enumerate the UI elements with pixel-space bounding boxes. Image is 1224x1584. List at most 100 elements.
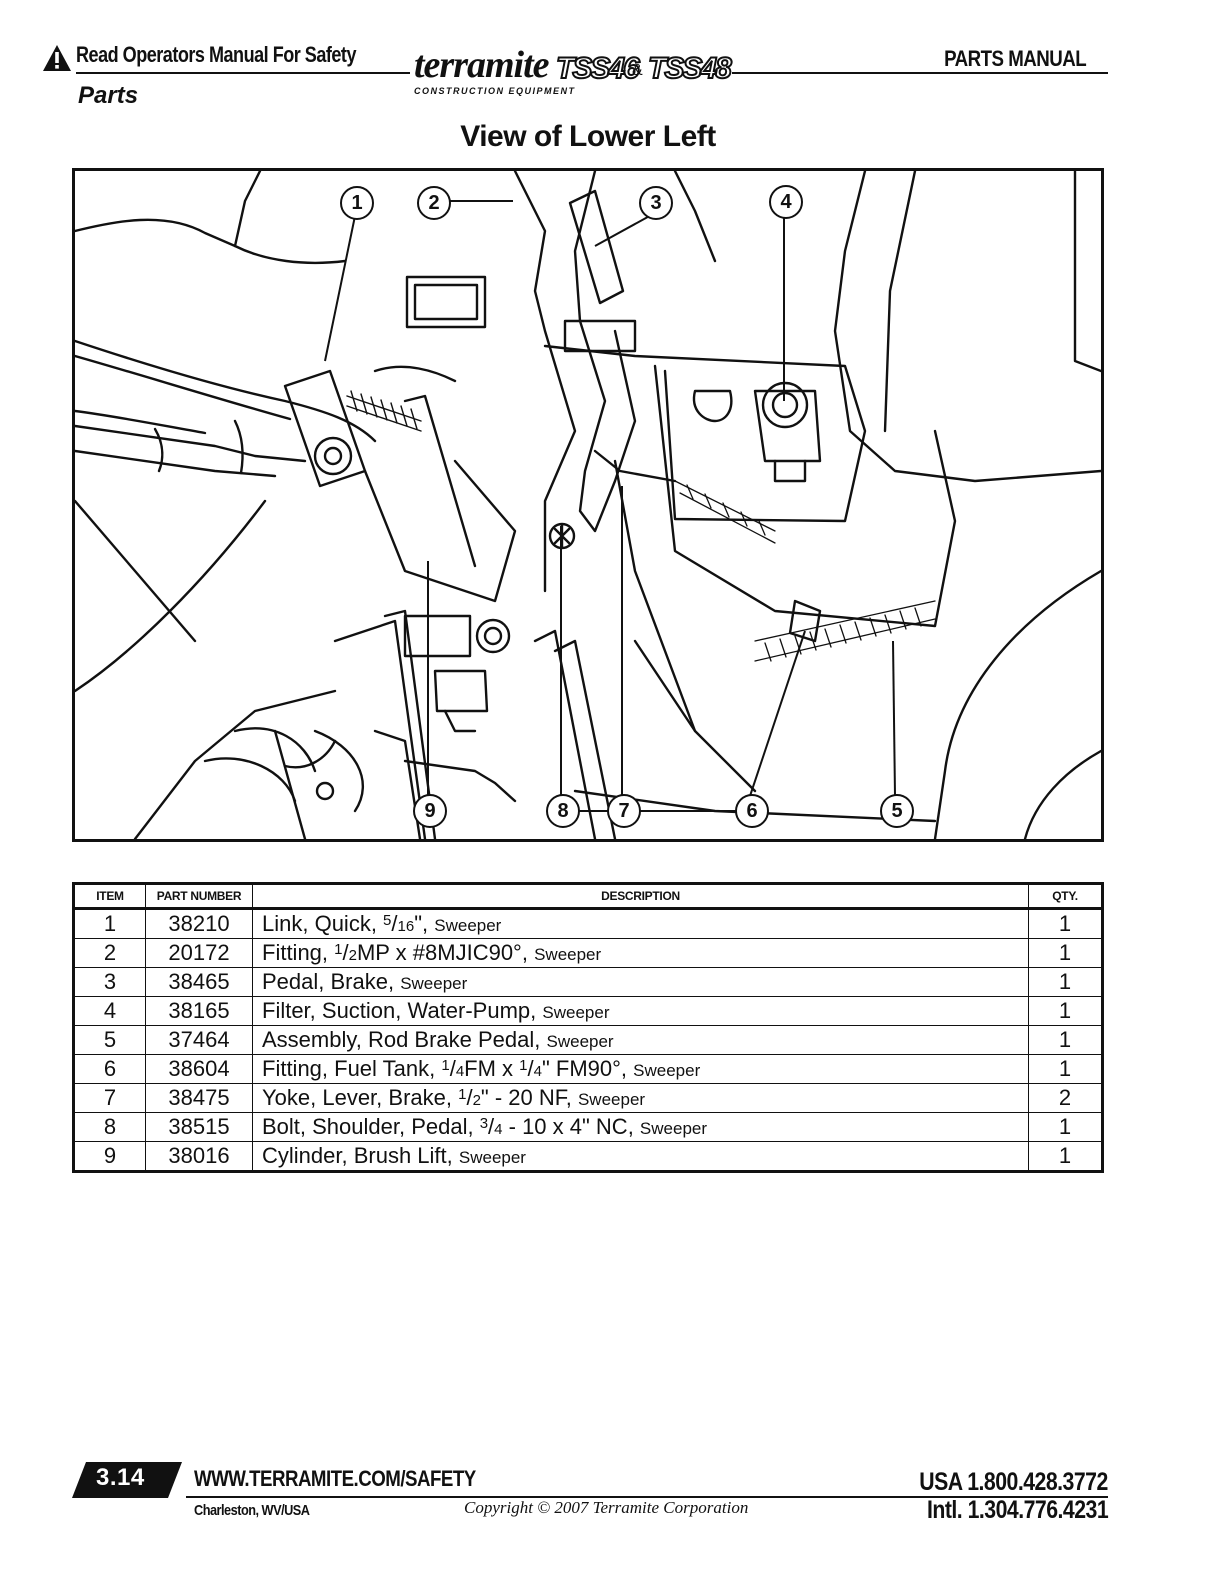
fraction-slash: / xyxy=(527,1056,534,1081)
callout-label: 6 xyxy=(746,799,758,822)
description-cell: Bolt, Shoulder, Pedal, 3/4 - 10 x 4" NC,… xyxy=(252,1112,1029,1142)
warning-triangle-icon xyxy=(43,45,71,71)
fraction-denominator: 4 xyxy=(533,1063,542,1080)
part-number-cell: 38604 xyxy=(145,1054,253,1084)
desc-text: Fitting, Fuel Tank, xyxy=(262,1056,442,1081)
callout-2: 2 xyxy=(417,186,451,220)
item-cell: 9 xyxy=(73,1141,146,1172)
part-number-cell: 38465 xyxy=(145,967,253,997)
desc-text: Fitting, xyxy=(262,940,335,965)
qty-cell: 1 xyxy=(1028,967,1103,997)
item-cell: 2 xyxy=(73,938,146,968)
logo-wordmark: terramite xyxy=(414,44,550,86)
desc-text: Bolt, Shoulder, Pedal, xyxy=(262,1114,480,1139)
desc-text: ", xyxy=(414,911,435,936)
fraction-denominator: 4 xyxy=(494,1121,503,1138)
fraction-numerator: 1 xyxy=(441,1057,450,1074)
item-cell: 6 xyxy=(73,1054,146,1084)
desc-text: Link, Quick, xyxy=(262,911,384,936)
callout-8: 8 xyxy=(546,794,580,828)
table-row: 4 38165 Filter, Suction, Water-Pump, Swe… xyxy=(73,996,1103,1026)
desc-text: Pedal, Brake, xyxy=(262,969,401,994)
diagram-drawing xyxy=(75,171,1101,839)
callout-6: 6 xyxy=(735,794,769,828)
part-number-cell: 38016 xyxy=(145,1141,253,1172)
safety-notice: Read Operators Manual For Safety xyxy=(76,42,356,67)
qty-cell: 2 xyxy=(1028,1083,1103,1113)
table-row: 7 38475 Yoke, Lever, Brake, 1/2" - 20 NF… xyxy=(73,1083,1103,1113)
col-header-description: DESCRIPTION xyxy=(252,883,1029,910)
description-cell: Fitting, Fuel Tank, 1/4FM x 1/4" FM90°, … xyxy=(252,1054,1029,1084)
table-row: 8 38515 Bolt, Shoulder, Pedal, 3/4 - 10 … xyxy=(73,1112,1103,1142)
item-cell: 5 xyxy=(73,1025,146,1055)
item-cell: 4 xyxy=(73,996,146,1026)
qty-cell: 1 xyxy=(1028,996,1103,1026)
qty-cell: 1 xyxy=(1028,1112,1103,1142)
description-cell: Cylinder, Brush Lift, Sweeper xyxy=(252,1141,1029,1172)
fraction-slash: / xyxy=(488,1114,495,1139)
section-label: Parts xyxy=(78,82,139,109)
fraction-slash: / xyxy=(342,940,349,965)
parts-table: ITEM PART NUMBER DESCRIPTION QTY. 1 3821… xyxy=(72,882,1104,1173)
qty-cell: 1 xyxy=(1028,1054,1103,1084)
desc-text: " FM90°, xyxy=(541,1056,634,1081)
callout-label: 2 xyxy=(428,191,440,214)
description-cell: Link, Quick, 5/16", Sweeper xyxy=(252,908,1029,939)
safety-url-link[interactable]: WWW.TERRAMITE.COM/SAFETY xyxy=(194,1466,476,1491)
callout-7: 7 xyxy=(607,794,641,828)
callout-label: 1 xyxy=(351,191,363,214)
fraction-slash: / xyxy=(449,1056,456,1081)
page-number-badge xyxy=(72,1462,182,1498)
desc-suffix: Sweeper xyxy=(542,1003,610,1022)
fraction-denominator: 16 xyxy=(397,918,415,935)
desc-suffix: Sweeper xyxy=(534,945,602,964)
callout-5: 5 xyxy=(880,794,914,828)
fraction-numerator: 1 xyxy=(519,1057,528,1074)
fraction-numerator: 3 xyxy=(479,1115,489,1132)
callout-label: 8 xyxy=(557,799,569,822)
header-rule-right xyxy=(732,72,1108,74)
desc-suffix: Sweeper xyxy=(458,1148,526,1167)
desc-suffix: Sweeper xyxy=(633,1061,701,1080)
part-number-cell: 38210 xyxy=(145,908,253,939)
table-row: 6 38604 Fitting, Fuel Tank, 1/4FM x 1/4"… xyxy=(73,1054,1103,1084)
qty-cell: 1 xyxy=(1028,1025,1103,1055)
part-number-cell: 38165 xyxy=(145,996,253,1026)
fraction-numerator: 1 xyxy=(458,1086,467,1103)
qty-cell: 1 xyxy=(1028,938,1103,968)
fraction-denominator: 2 xyxy=(348,947,357,964)
page-title: View of Lower Left xyxy=(460,120,716,153)
fraction-slash: / xyxy=(391,911,398,936)
usa-phone: USA 1.800.428.3772 xyxy=(919,1468,1108,1496)
description-cell: Yoke, Lever, Brake, 1/2" - 20 NF, Sweepe… xyxy=(252,1083,1029,1113)
table-row: 9 38016 Cylinder, Brush Lift, Sweeper 1 xyxy=(73,1141,1103,1172)
qty-cell: 1 xyxy=(1028,908,1103,939)
qty-cell: 1 xyxy=(1028,1141,1103,1172)
callout-1: 1 xyxy=(340,186,374,220)
part-number-cell: 38475 xyxy=(145,1083,253,1113)
desc-suffix: Sweeper xyxy=(639,1119,708,1138)
manual-label: PARTS MANUAL xyxy=(943,46,1087,71)
callout-label: 5 xyxy=(891,799,903,822)
table-header-row: ITEM PART NUMBER DESCRIPTION QTY. xyxy=(73,883,1103,910)
part-number-cell: 20172 xyxy=(145,938,253,968)
logo-tagline: CONSTRUCTION EQUIPMENT xyxy=(414,86,576,96)
desc-text: Assembly, Rod Brake Pedal, xyxy=(262,1027,547,1052)
callout-9: 9 xyxy=(413,794,447,828)
desc-suffix: Sweeper xyxy=(400,974,468,993)
desc-text: - 10 x 4" NC, xyxy=(502,1114,640,1139)
description-cell: Fitting, 1/2MP x #8MJIC90°, Sweeper xyxy=(252,938,1029,968)
fraction-denominator: 2 xyxy=(472,1092,481,1109)
model-badge-b: TSS48 xyxy=(647,52,733,85)
fraction-denominator: 4 xyxy=(455,1063,465,1080)
part-number-cell: 37464 xyxy=(145,1025,253,1055)
fraction-numerator: 1 xyxy=(334,941,343,958)
intl-phone: Intl. 1.304.776.4231 xyxy=(926,1496,1109,1524)
item-cell: 1 xyxy=(73,908,146,939)
callout-label: 3 xyxy=(650,191,662,214)
col-header-item: ITEM xyxy=(73,883,146,910)
desc-suffix: Sweeper xyxy=(577,1090,646,1109)
description-cell: Pedal, Brake, Sweeper xyxy=(252,967,1029,997)
desc-text: FM x xyxy=(464,1056,520,1081)
callout-leaders xyxy=(324,200,896,812)
